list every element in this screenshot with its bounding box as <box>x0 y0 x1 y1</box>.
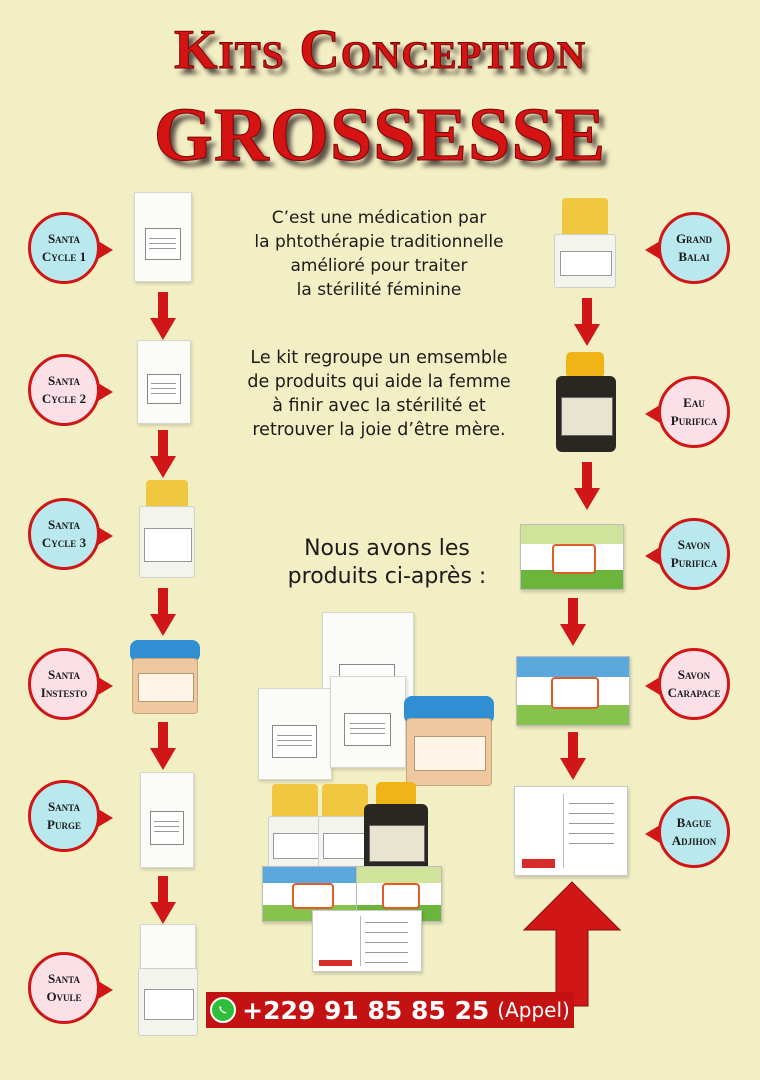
arrow-down-icon <box>150 292 176 342</box>
savon-purifica-box <box>520 524 624 590</box>
label-line: Cycle 1 <box>41 249 87 264</box>
label-santa-cycle-1: Santa Cycle 1 <box>28 212 113 284</box>
label-line: Instesto <box>40 685 88 700</box>
santa-instesto-jar <box>132 658 198 714</box>
santa-cycle-2-sachet <box>137 340 191 424</box>
arrow-down-icon <box>560 598 586 648</box>
kit-sachet-middle <box>330 676 406 768</box>
description-line: amélioré pour traiter <box>290 256 468 276</box>
savon-carapace-box <box>516 656 630 726</box>
bague-adjihon-box <box>514 786 628 876</box>
description-line: retrouver la joie d’être mère. <box>252 420 506 440</box>
label-santa-ovule: Santa Ovule <box>28 952 113 1024</box>
santa-cycle-3-jar <box>139 506 195 578</box>
description-line: la phtothérapie traditionnelle <box>254 232 504 252</box>
contact-banner[interactable]: +229 91 85 85 25 (Appel) <box>206 992 574 1028</box>
kit-jar-2 <box>318 816 372 872</box>
kit-sachet-left <box>258 688 332 780</box>
kit-jar-1 <box>268 816 322 872</box>
eau-purifica-bottle <box>556 376 616 452</box>
arrow-up-icon <box>522 881 622 1007</box>
title-line-2: GROSSESSE <box>153 93 607 178</box>
kit-bottle <box>364 804 428 878</box>
label-line: Cycle 2 <box>41 391 87 406</box>
arrow-down-icon <box>574 462 600 512</box>
arrow-down-icon <box>150 430 176 480</box>
kit-bottle-cap <box>376 782 416 808</box>
label-line: Santa <box>47 799 81 814</box>
title-line-1: Kits Conception <box>173 19 587 82</box>
phone-number: +229 91 85 85 25 <box>242 995 490 1025</box>
santa-ovule-jar <box>138 968 198 1036</box>
arrow-down-icon <box>150 722 176 772</box>
description-paragraph-2: Le kit regroupe un emsemble de produits … <box>214 346 544 442</box>
santa-ovule-top <box>140 924 196 974</box>
kit-bague-box <box>312 910 422 972</box>
label-line: Cycle 3 <box>41 535 87 550</box>
santa-instesto-lid <box>130 640 200 662</box>
intro-line: produits ci-après : <box>287 564 487 589</box>
arrow-down-icon <box>150 876 176 926</box>
description-line: Le kit regroupe un emsemble <box>250 348 508 368</box>
label-line: Purifica <box>670 555 718 570</box>
kit-jar-cap-1 <box>272 784 318 820</box>
grand-balai-jar <box>554 234 616 288</box>
label-santa-cycle-2: Santa Cycle 2 <box>28 354 113 426</box>
arrow-down-icon <box>560 732 586 782</box>
label-santa-purge: Santa Purge <box>28 780 113 852</box>
description-line: à finir avec la stérilité et <box>272 396 486 416</box>
intro-line: Nous avons les <box>304 536 470 561</box>
label-line: Purge <box>47 817 81 832</box>
label-savon-purifica: Savon Purifica <box>645 518 730 590</box>
description-paragraph-1: C’est une médication par la phtothérapie… <box>214 206 544 302</box>
description-line: la stérilité féminine <box>296 280 462 300</box>
whatsapp-icon <box>210 997 237 1023</box>
arrow-down-icon <box>150 588 176 638</box>
arrow-down-icon <box>574 298 600 348</box>
label-line: Santa <box>47 231 81 246</box>
label-savon-carapace: Savon Carapace <box>645 648 730 720</box>
label-line: Ovule <box>46 989 82 1004</box>
label-grand-balai: Grand Balai <box>645 212 730 284</box>
santa-cycle-1-sachet <box>134 192 192 282</box>
kit-jar-cap-2 <box>322 784 368 820</box>
products-intro: Nous avons les produits ci-après : <box>262 535 512 591</box>
kit-jar <box>406 718 492 786</box>
grand-balai-cap <box>562 198 608 238</box>
santa-cycle-3-cap <box>146 480 188 508</box>
description-line: C’est une médication par <box>271 208 487 228</box>
label-bague-adjihon: Bague Adjihon <box>645 796 730 868</box>
label-line: Santa <box>47 373 81 388</box>
label-line: Adjihon <box>671 833 717 848</box>
call-note: (Appel) <box>497 998 570 1022</box>
label-line: Santa <box>47 667 81 682</box>
label-line: Eau <box>683 395 705 410</box>
label-line: Savon <box>677 667 711 682</box>
label-line: Carapace <box>667 685 721 700</box>
eau-purifica-cap <box>566 352 604 378</box>
label-santa-instesto: Santa Instesto <box>28 648 113 720</box>
label-line: Bague <box>676 815 712 830</box>
label-line: Balai <box>678 249 710 264</box>
label-santa-cycle-3: Santa Cycle 3 <box>28 498 113 570</box>
label-line: Santa <box>47 517 81 532</box>
label-line: Savon <box>677 537 711 552</box>
description-line: de produits qui aide la femme <box>247 372 511 392</box>
santa-purge-sachet <box>140 772 194 868</box>
label-line: Purifica <box>670 413 718 428</box>
label-eau-purifica: Eau Purifica <box>645 376 730 448</box>
label-line: Santa <box>47 971 81 986</box>
label-line: Grand <box>675 231 713 246</box>
